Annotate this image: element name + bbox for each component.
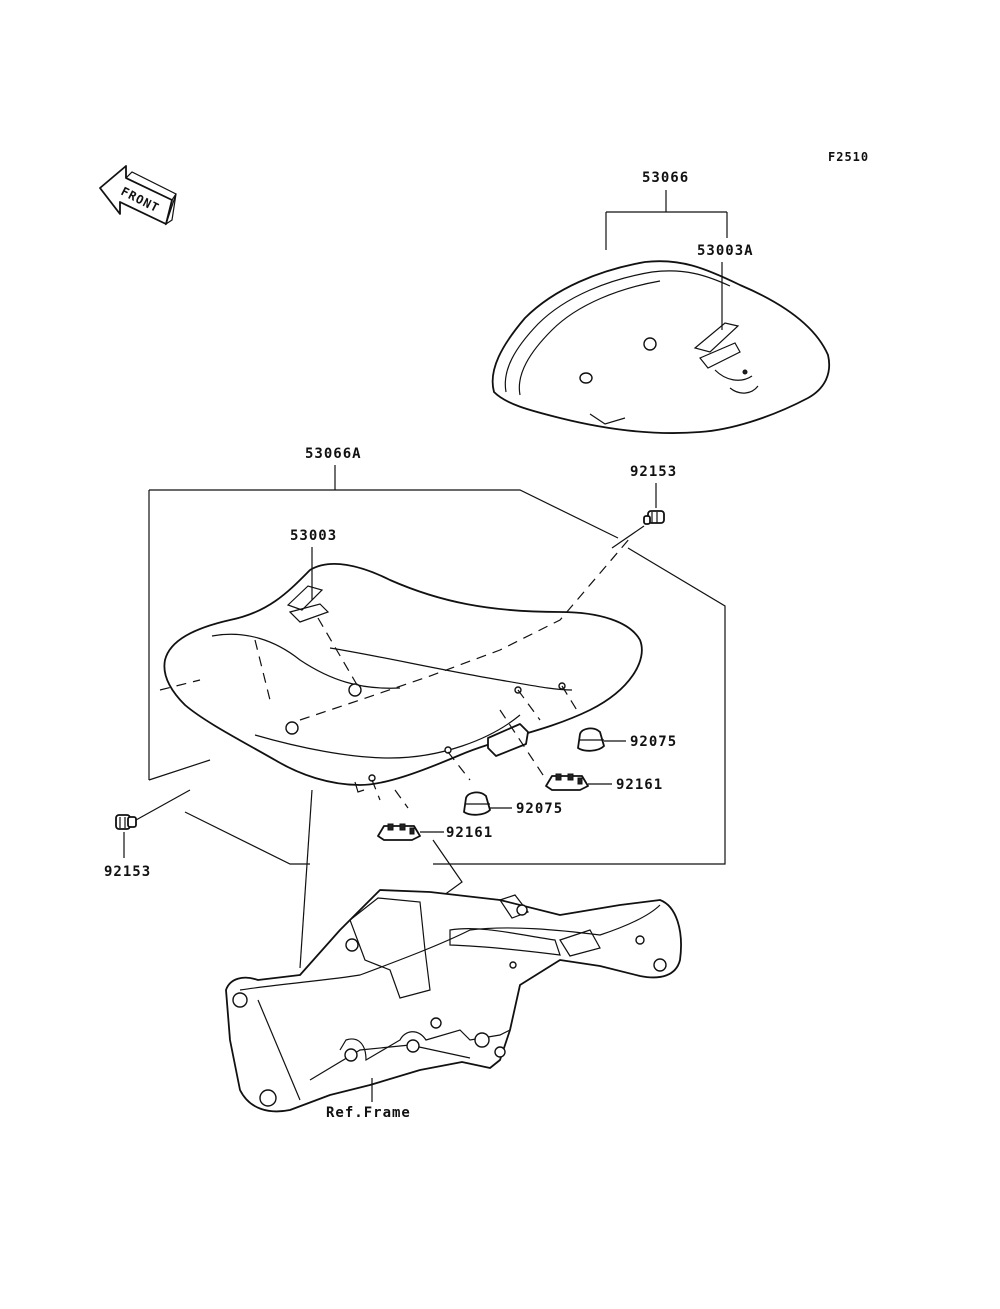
damper-center-icon [463, 791, 491, 816]
label-92161-right: 92161 [616, 777, 663, 793]
label-92153-right: 92153 [630, 464, 677, 480]
seat-frame [225, 789, 682, 1113]
label-53003: 53003 [290, 528, 337, 544]
front-seat [163, 563, 643, 793]
damper-right-icon [577, 727, 605, 752]
figure-code: F2510 [828, 150, 869, 164]
rear-seat [491, 260, 830, 434]
bolt-right-icon [643, 510, 665, 525]
label-92075-right: 92075 [630, 734, 677, 750]
label-92075-center: 92075 [516, 801, 563, 817]
clip-right-icon [545, 773, 589, 791]
label-ref-frame: Ref.Frame [326, 1105, 411, 1121]
clip-center-icon [377, 823, 421, 841]
label-53066A: 53066A [305, 446, 362, 462]
front-arrow-icon: FRONT [99, 165, 177, 226]
label-53003A: 53003A [697, 243, 754, 259]
bolt-left-icon [115, 814, 137, 830]
label-92161-center: 92161 [446, 825, 493, 841]
label-53066: 53066 [642, 170, 689, 186]
label-92153-left: 92153 [104, 864, 151, 880]
